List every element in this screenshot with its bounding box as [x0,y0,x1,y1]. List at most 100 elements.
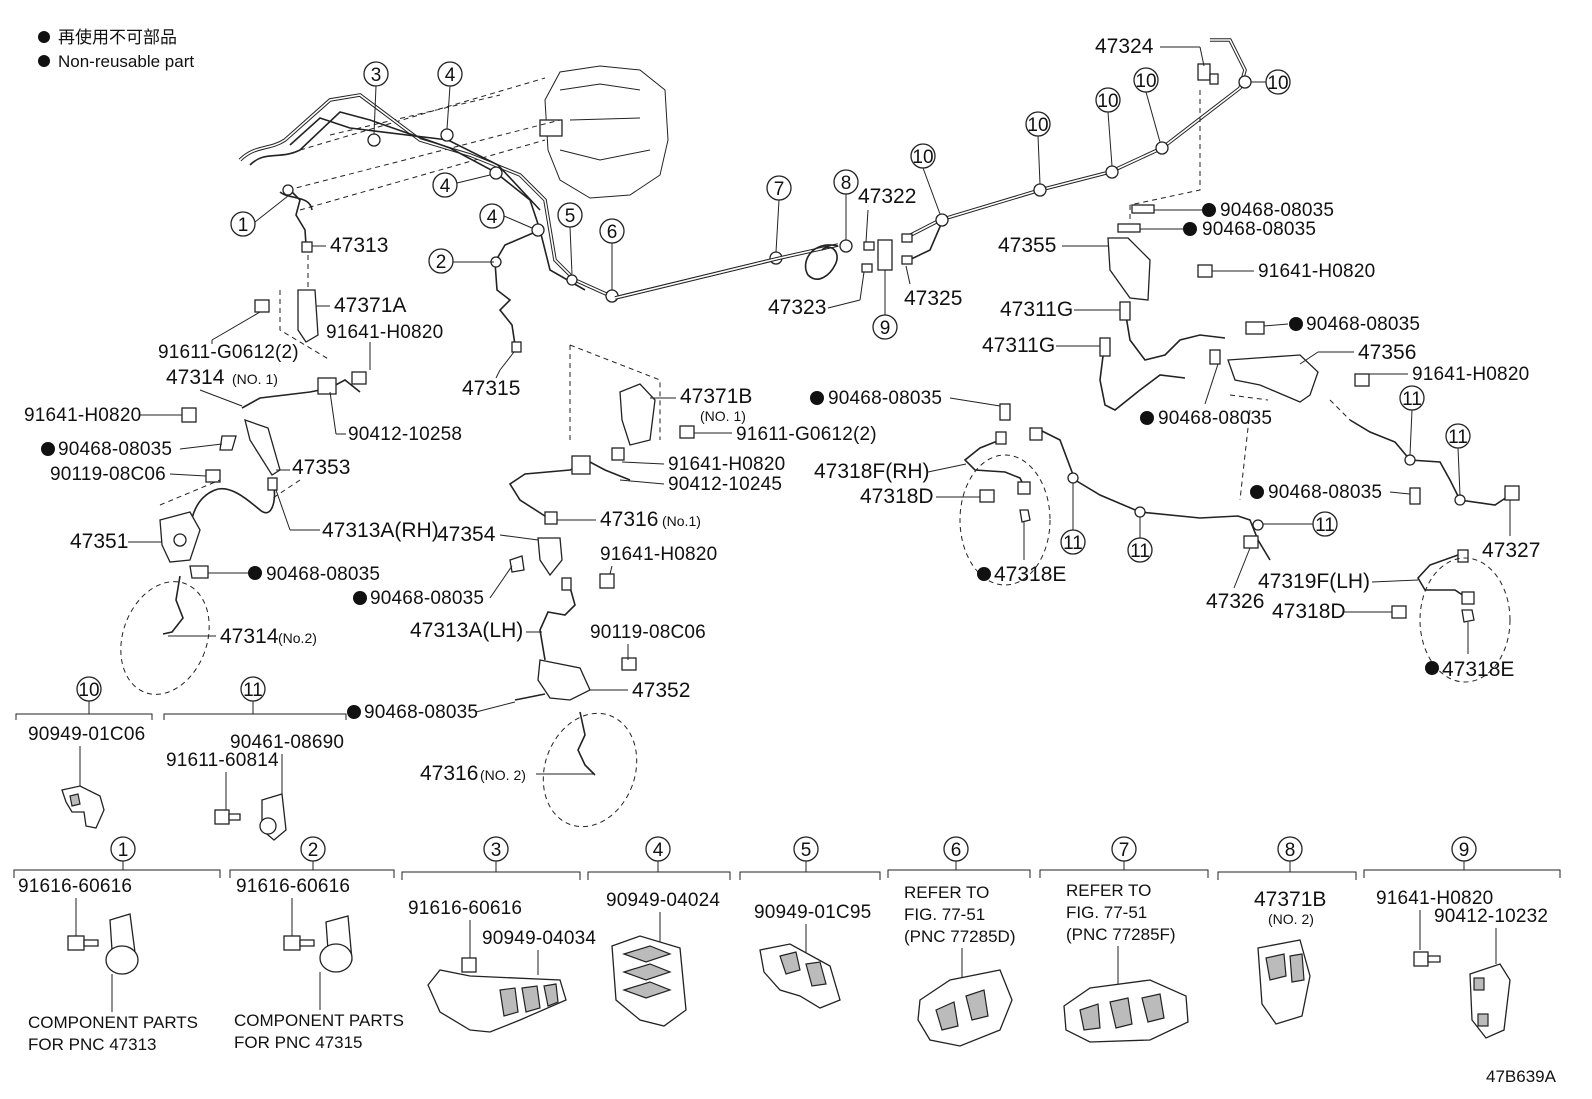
label-91641-H0820-f: 91641-H0820 [1412,364,1529,385]
svg-text:3: 3 [491,840,502,861]
label-90468-08035-a: 90468-08035 [58,439,172,460]
svg-text:91611-60814: 91611-60814 [166,750,279,771]
label-90468-08035-d: 90468-08035 [364,702,478,723]
label-47325: 47325 [904,287,962,310]
clamp-detail-3: 3 91616-60616 90949-04034 [401,836,596,1033]
drawing-id: 47B639A [1486,1067,1557,1086]
svg-text:91641-H0820: 91641-H0820 [1376,888,1493,909]
svg-text:11: 11 [1063,533,1083,554]
svg-text:4: 4 [445,65,456,86]
label-47355: 47355 [998,234,1056,257]
callout-2: 2 [428,248,494,274]
label-47316-no1: 47316 [600,508,658,531]
svg-text:10: 10 [1027,115,1048,136]
svg-text:11: 11 [1402,389,1422,410]
legend-en: Non-reusable part [58,52,194,71]
callout-6: 6 [599,218,625,290]
non-reusable-dot-icon [1289,317,1303,331]
svg-text:6: 6 [607,222,618,243]
callout-11a: 11 [1399,385,1425,456]
label-90119-08C06-b: 90119-08C06 [590,622,706,643]
callout-10c: 10 [1095,87,1121,167]
callout-10a: 10 [910,143,941,215]
non-reusable-dot-icon [41,442,55,456]
svg-text:11: 11 [1130,541,1150,562]
callout-1: 1 [230,195,289,237]
non-reusable-dot-icon [347,705,361,719]
label-47318F-RH: 47318F(RH) [814,460,930,483]
label-47311G-b: 47311G [982,334,1055,357]
svg-text:COMPONENT PARTS: COMPONENT PARTS [234,1011,404,1030]
label-47323: 47323 [768,296,826,319]
svg-text:91616-60616: 91616-60616 [18,876,132,897]
svg-text:COMPONENT PARTS: COMPONENT PARTS [28,1013,198,1032]
label-47353: 47353 [292,456,350,479]
svg-text:7: 7 [774,179,785,200]
label-47356: 47356 [1358,341,1416,364]
label-47322: 47322 [858,185,916,208]
non-reusable-dot-icon [977,567,991,581]
svg-text:7: 7 [1119,840,1130,861]
label-47354: 47354 [437,523,496,546]
svg-text:90949-04024: 90949-04024 [606,890,720,911]
non-reusable-dot-icon [1183,222,1197,236]
label-90468-08035-h: 90468-08035 [828,388,942,409]
svg-text:90949-01C95: 90949-01C95 [754,902,871,923]
label-47371B-no1-suffix: (NO. 1) [700,408,746,424]
label-90468-08035-e: 90468-08035 [1220,200,1334,221]
label-47313: 47313 [330,234,388,257]
svg-text:FIG. 77-51: FIG. 77-51 [904,905,985,924]
label-91641-H0820-c: 91641-H0820 [668,454,785,475]
non-reusable-dot-icon [248,566,262,580]
legend-ja: 再使用不可部品 [58,27,177,47]
svg-text:3: 3 [371,65,382,86]
svg-text:10: 10 [1135,71,1156,92]
label-47314-no2-suffix: (No.2) [278,630,317,646]
label-91611-G0612-2: 91611-G0612(2) [158,342,299,363]
callout-7: 7 [766,175,792,253]
clamp-detail-11: 11 90461-08690 91611-60814 [163,676,347,841]
label-47316-no1-suffix: (No.1) [662,513,701,529]
svg-text:90949-04034: 90949-04034 [482,928,596,949]
label-91641-H0820-e: 91641-H0820 [1258,261,1375,282]
clamp-detail-9: 9 91641-H0820 90412-10232 [1363,836,1561,1039]
label-47324: 47324 [1095,35,1154,58]
svg-text:(NO. 2): (NO. 2) [1268,911,1314,927]
clamp-detail-8: 8 47371B (NO. 2) [1217,836,1357,1025]
svg-text:1: 1 [238,215,249,236]
part-labels: 47324 47313 47371A 91611-G0612(2) 91641-… [24,35,1540,785]
legend: 再使用不可部品 Non-reusable part [38,27,194,71]
non-reusable-dot-icon [1202,203,1216,217]
callout-4c: 4 [479,203,533,229]
label-47318D-b: 47318D [1272,600,1346,623]
svg-text:FOR PNC 47315: FOR PNC 47315 [234,1033,363,1052]
label-90468-08035-i: 90468-08035 [1158,408,1272,429]
rear-axle-area [959,204,1520,683]
non-reusable-dot-icon [353,591,367,605]
svg-text:5: 5 [801,840,812,861]
label-47316-no2: 47316 [420,762,478,785]
label-90412-10245: 90412-10245 [668,474,782,495]
label-47313A-LH: 47313A(LH) [410,619,523,642]
callouts: 1 2 3 4 4 4 5 6 7 8 9 10 10 10 10 10 11 … [230,61,1471,563]
callout-8: 8 [833,169,859,240]
front-brake-tubes [238,93,783,353]
label-91641-H0820-b: 91641-H0820 [24,405,141,426]
callout-10b: 10 [1025,111,1051,185]
label-47371A: 47371A [334,294,406,317]
svg-text:(PNC 77285F): (PNC 77285F) [1066,925,1176,944]
label-90468-08035-f: 90468-08035 [1202,219,1316,240]
svg-text:10: 10 [1097,91,1118,112]
svg-text:91616-60616: 91616-60616 [236,876,350,897]
label-47311G-a: 47311G [1000,298,1073,321]
svg-text:10: 10 [912,147,933,168]
callout-11b: 11 [1445,423,1471,496]
non-reusable-dot-icon [38,31,50,43]
clamp-detail-2: 2 91616-60616 COMPONENT PARTS FOR PNC 47… [229,836,404,1052]
clamp-detail-1: 1 91616-60616 COMPONENT PARTS FOR PNC 47… [13,836,221,1054]
clamp-detail-10: 10 90949-01C06 [15,676,153,829]
label-47316-no2-suffix: (NO. 2) [480,767,526,783]
svg-text:2: 2 [436,252,447,273]
svg-text:4: 4 [440,176,451,197]
